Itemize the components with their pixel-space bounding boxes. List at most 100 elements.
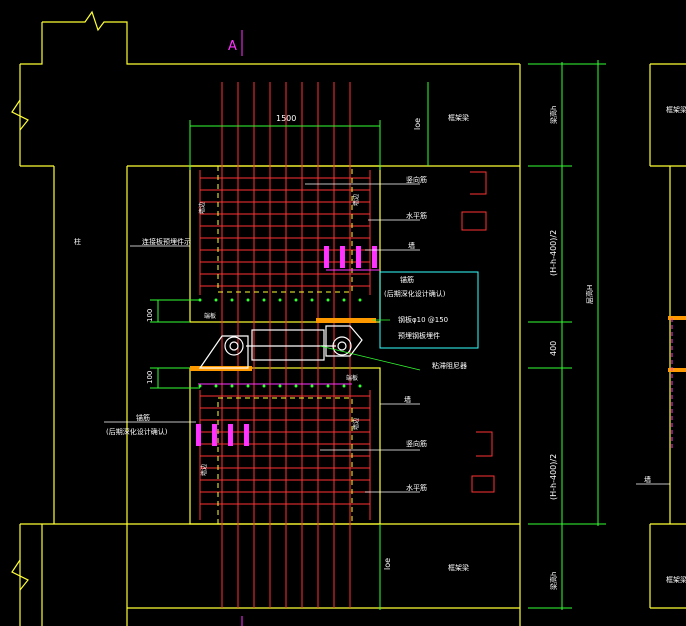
damper-bracket-right (325, 325, 363, 357)
bolt-dot (214, 384, 218, 388)
bolt-dot (230, 298, 234, 302)
dim-beam-h-top-text: 梁高h (549, 106, 558, 124)
bolt-dot (246, 384, 250, 388)
cap-upper-text: 端板 (204, 312, 216, 320)
cap-lower-text: 端板 (346, 374, 358, 382)
right-column-plate-2 (668, 368, 686, 372)
beam-right-bottom-text: 框架梁 (666, 575, 686, 584)
plate-spec-text-2: 预埋钢板埋件 (398, 331, 440, 340)
anchor-bar (372, 246, 377, 268)
dim-400-text: 400 (549, 341, 558, 356)
anchor-lower-text-1: 锚筋 (136, 413, 150, 422)
dim-floor-H-text: 层高H (585, 285, 594, 304)
bolt-dot (326, 384, 330, 388)
vertical-bar-lower-text: 竖向筋 (406, 439, 427, 448)
structure-outline (11, 10, 686, 626)
upper-wall-block (189, 165, 381, 323)
embedded-plate-upper (316, 318, 376, 323)
dim-beam-h-bottom-text: 梁高h (549, 572, 558, 590)
top-beam-outline (20, 22, 43, 65)
hook-symbol (476, 431, 493, 457)
left-column-break-lower (11, 559, 29, 591)
leader-lines-green (319, 319, 421, 371)
bolt-dot (342, 384, 346, 388)
plate-callout-box (379, 271, 479, 349)
anchor-bar (196, 424, 201, 446)
bolt-dot (278, 298, 282, 302)
rebar-horizontal-upper (200, 177, 370, 287)
anchor-bar (212, 424, 217, 446)
damper-pin-left-inner (229, 341, 239, 351)
dim-1500-text: 1500 (276, 114, 296, 123)
horizontal-bar-upper-text: 水平筋 (406, 211, 427, 220)
detail-symbols (461, 171, 495, 493)
bolt-dot (310, 384, 314, 388)
embedded-part-text: 连接板预埋件示 (142, 237, 191, 246)
anchor-bar (340, 246, 345, 268)
anchor-bar (324, 246, 329, 268)
bolt-dot (310, 298, 314, 302)
bolt-dot (358, 384, 362, 388)
bolt-dot (246, 298, 250, 302)
anchor-bar (244, 424, 249, 446)
section-symbol (471, 475, 495, 493)
column-left-text: 柱 (74, 237, 81, 246)
hook-symbol (470, 171, 487, 195)
damper-text: 粘滞阻尼器 (432, 361, 467, 370)
bolt-dot (230, 384, 234, 388)
bolt-dot (294, 298, 298, 302)
side-lower-right-text: 墙边 (352, 418, 360, 430)
rebar-side-verticals (199, 170, 371, 520)
bolt-dot (262, 298, 266, 302)
wall-right-text: 墙 (644, 475, 651, 484)
anchor-bar (356, 246, 361, 268)
wall-upper-text: 墙 (408, 241, 415, 250)
dim-100-lower-text: 100 (146, 371, 154, 384)
bolt-dot (326, 298, 330, 302)
text-labels: A 1500 loe loe 100 100 梁高h (H-h-400)/2 4… (74, 39, 686, 590)
anchor-dash-upper (217, 166, 353, 293)
lower-wall-block (189, 367, 381, 525)
dim-loe-bottom-text: loe (383, 558, 392, 570)
top-beam-top-left (42, 10, 520, 65)
damper-cylinder (251, 329, 325, 361)
rebar-horizontal-lower (200, 395, 370, 505)
section-symbol (461, 211, 487, 231)
damper-pin-left (224, 336, 244, 356)
beam-top-text: 框架梁 (448, 113, 469, 122)
damper-bracket-left (198, 335, 249, 369)
dimension-lines (150, 60, 606, 610)
plate-spec-text-1: 钢板φ10 @150 (398, 315, 448, 324)
bolt-dot (262, 384, 266, 388)
anchor-upper-text-2: (后期深化设计确认) (384, 289, 446, 298)
leader-damper (319, 345, 421, 371)
dim-lower-half-text: (H-h-400)/2 (549, 454, 558, 500)
beam-right-top-text: 框架梁 (666, 105, 686, 114)
right-column-plate-1 (668, 316, 686, 320)
damper-pin-right (332, 336, 352, 356)
bolt-dot (342, 298, 346, 302)
anchor-dash-lower (217, 397, 353, 524)
leader-lines (104, 183, 670, 493)
rebar-vertical-group (221, 82, 351, 608)
wall-lower-text: 墙 (404, 395, 411, 404)
anchor-upper-text-1: 锚筋 (400, 275, 414, 284)
side-upper-text: 墙边 (198, 202, 206, 214)
dim-upper-half-text: (H-h-400)/2 (549, 230, 558, 276)
horizontal-bar-lower-text: 水平筋 (406, 483, 427, 492)
left-column-break (11, 99, 29, 131)
bolt-dot (358, 298, 362, 302)
anchor-bar (228, 424, 233, 446)
side-upper-right-text: 墙边 (352, 194, 360, 206)
vertical-bar-upper-text: 竖向筋 (406, 175, 427, 184)
anchor-bars (196, 246, 380, 446)
dim-100-upper-text: 100 (146, 309, 154, 322)
bolt-dot (294, 384, 298, 388)
beam-bottom-text: 框架梁 (448, 563, 469, 572)
dim-loe-top-text: loe (413, 118, 422, 130)
damper-pin-right-inner (337, 341, 347, 351)
axis-mark-label: A (228, 39, 237, 54)
side-lower-text: 墙边 (200, 464, 208, 476)
